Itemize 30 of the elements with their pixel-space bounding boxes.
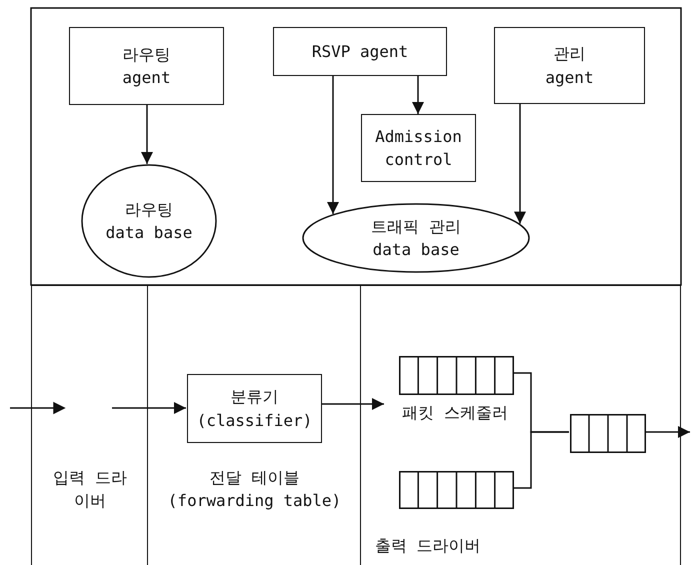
column-panel [31,285,147,565]
queue-drawing [570,414,646,453]
column-label: 전달 테이블 (forwarding table) [166,467,342,512]
box-label: Admission control [374,126,463,171]
column-panel [147,285,360,565]
arrow [9,402,187,414]
column-label: 출력 드라이버 [375,535,482,557]
box-label: 분류기 (classifier) [196,386,314,432]
arrow [141,105,153,164]
agent-box [69,27,224,105]
queue-drawing [399,356,514,395]
arrow [321,398,384,410]
arrow [645,426,690,438]
connector-line [513,431,569,489]
arrow [514,104,526,224]
agent-box [494,27,645,104]
box-label: 라우팅 agent [121,44,172,89]
ellipse-label: 라우팅 data base [104,198,194,244]
box-label: RSVP agent [310,40,410,63]
column-panel [360,285,681,565]
column-label: 입력 드라이버 [52,467,128,512]
box-label: 관리 agent [544,43,595,88]
ellipse-label: 트래픽 관리 data base [370,216,462,261]
agent-box [273,27,447,76]
arrow [412,76,424,114]
arrow [327,76,339,214]
classifier-box [187,374,322,443]
process-box [361,114,476,182]
queue-drawing [399,471,514,509]
queue-label: 패킷 스케줄러 [401,402,509,424]
